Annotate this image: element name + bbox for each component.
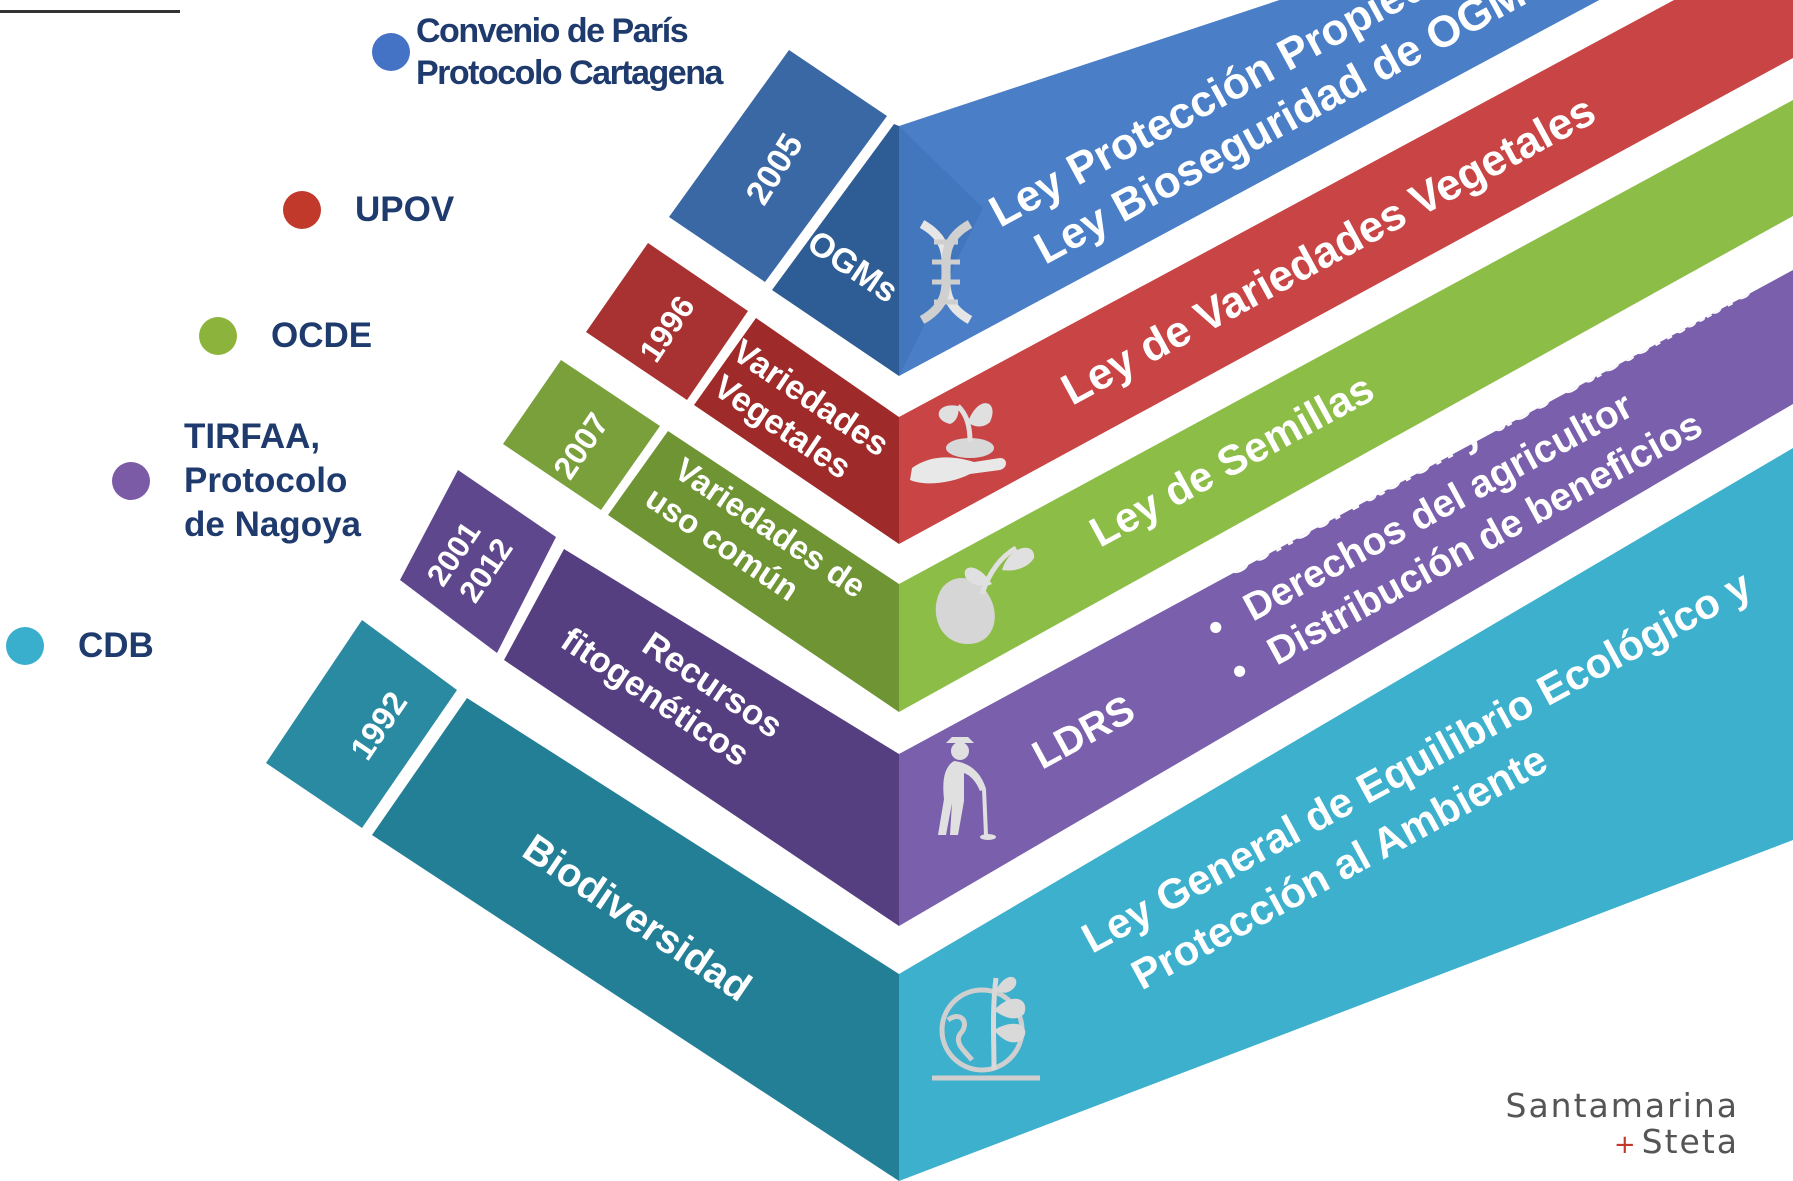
- tier-right-panel: [899, 0, 1793, 544]
- legend-dot: [112, 462, 150, 500]
- tier-year-panel: [266, 620, 457, 828]
- legend-label: OCDE: [271, 316, 373, 355]
- legend-label: CDB: [78, 626, 154, 665]
- tier-right-panel: [899, 100, 1793, 712]
- brand-line-2-text: Steta: [1641, 1122, 1739, 1161]
- legend-dot: [372, 33, 410, 71]
- tier-right-panel: [899, 270, 1793, 926]
- seedling-hand-icon: [910, 403, 1006, 484]
- tier-left-panel: [504, 549, 899, 926]
- brand-line-2: +Steta: [1506, 1124, 1740, 1163]
- tier-left-panel: [772, 124, 899, 376]
- seed-sprout-icon: [935, 545, 1035, 644]
- legend-item-upov: UPOV: [283, 190, 454, 230]
- legend-dot: [283, 191, 321, 229]
- tier-left-panel: [608, 431, 899, 712]
- tier-left-panel: [372, 698, 899, 1181]
- tier-year-panel: [586, 243, 748, 400]
- legend-dot: [199, 317, 237, 355]
- legend-dot: [6, 627, 44, 665]
- tier-right-panel: [899, 0, 1600, 376]
- bullet-marker: •: [1176, 562, 1209, 606]
- tier-right-panel: [899, 448, 1793, 1181]
- tier-left-panel: [694, 318, 899, 544]
- top-rule: [0, 10, 180, 13]
- dna-icon: [919, 220, 973, 324]
- legend-label: TIRFAA, Protocolo de Nagoya: [184, 417, 361, 544]
- farmer-icon: [938, 737, 996, 840]
- tier-year-panel: [503, 360, 660, 510]
- legend-item-cdb: CDB: [6, 626, 154, 666]
- legend-item-paris: Convenio de París Protocolo Cartagena: [372, 10, 723, 94]
- legend-item-tirfaa: TIRFAA, Protocolo de Nagoya: [112, 415, 361, 547]
- legend-label: UPOV: [355, 190, 455, 229]
- brand-plus: +: [1613, 1130, 1638, 1160]
- legend-item-ocde: OCDE: [199, 316, 372, 356]
- legend-label: Convenio de París Protocolo Cartagena: [416, 12, 723, 92]
- brand-logo: Santamarina +Steta: [1506, 1088, 1740, 1163]
- earth-plant-icon: [932, 976, 1040, 1081]
- brand-line-1: Santamarina: [1505, 1086, 1739, 1125]
- tier-year-panel: [669, 50, 887, 282]
- tier-year-panel: [400, 470, 556, 653]
